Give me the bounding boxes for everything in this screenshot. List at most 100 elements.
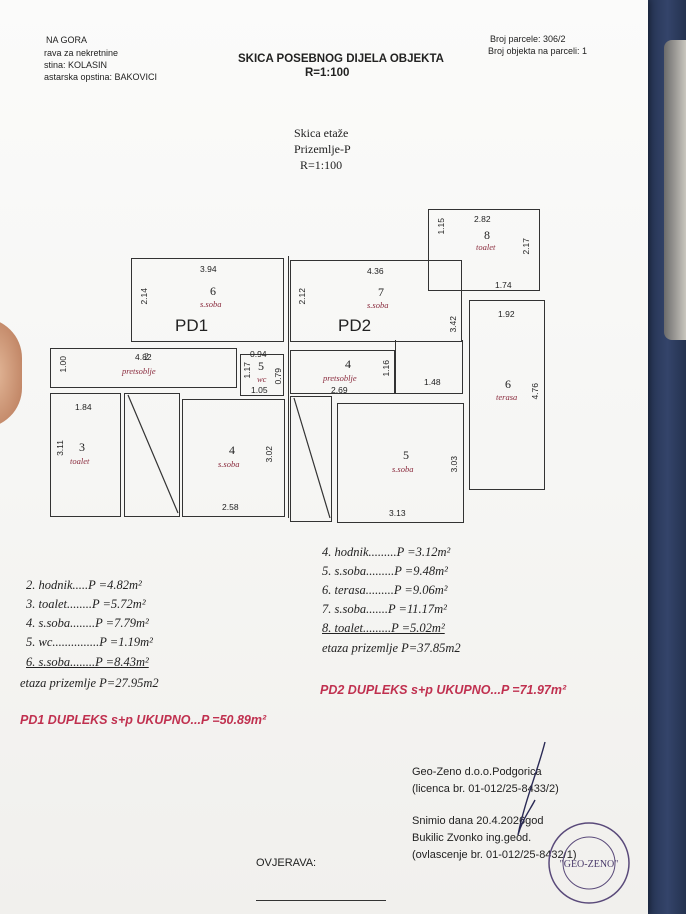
dim: 1.74	[495, 280, 512, 290]
pd1-area-row: 4. s.soba........P =7.79m²	[26, 616, 149, 630]
dim: 1.15	[436, 218, 446, 235]
pd1-room-3	[50, 393, 121, 517]
pd1-etaza-total: etaza prizemlje P=27.95m2	[20, 676, 159, 690]
pd1-area-row: 2. hodnik.....P =4.82m²	[26, 578, 142, 592]
room-number: 5	[403, 448, 409, 462]
room-number: 7	[378, 285, 384, 299]
dim: 0.79	[273, 368, 283, 385]
signature-scribble	[517, 741, 546, 836]
dim: 2.58	[222, 502, 239, 512]
room-name: s.soba	[200, 299, 222, 309]
company-licence: (licenca br. 01-012/25-8433/2)	[412, 783, 559, 795]
pd2-area-row: 7. s.soba.......P =11.17m²	[322, 602, 447, 616]
pd2-area-row: 8. toalet.........P =5.02m²	[322, 621, 445, 635]
ovjerava-label: OVJERAVA:	[256, 857, 317, 869]
dim: 1.92	[498, 309, 515, 319]
pd1-area-row: 5. wc...............P =1.19m²	[26, 635, 153, 649]
parcel-number: Broj parcele: 306/2	[490, 34, 566, 44]
sketch-scale: R=1:100	[300, 158, 343, 172]
pd2-staircase	[290, 396, 332, 522]
room-number: 6	[505, 377, 511, 391]
pd1-area-row: 3. toalet........P =5.72m²	[26, 597, 146, 611]
sketch-floor: Prizemlje-P	[294, 142, 351, 156]
dim: 4.76	[530, 383, 540, 400]
dim: 2.14	[139, 288, 149, 305]
stamp-text: "GEO-ZENO"	[560, 859, 619, 870]
survey-date: Snimio dana 20.4.2026god	[412, 815, 544, 827]
dim: 2.82	[474, 214, 491, 224]
dim: 0.94	[250, 349, 267, 359]
company-stamp: "GEO-ZENO"	[548, 822, 630, 904]
company-name: Geo-Zeno d.o.o.Podgorica	[412, 766, 542, 778]
stairs-diagonal	[127, 394, 179, 514]
pd2-etaza-total: etaza prizemlje P=37.85m2	[322, 641, 461, 655]
room-name: s.soba	[367, 300, 389, 310]
pd2-room-6-terasa	[469, 300, 545, 490]
room-name: s.soba	[218, 459, 240, 469]
header-left-line-1: NA GORA	[46, 35, 88, 45]
thumb-holding-page	[0, 318, 22, 428]
surveyor-name: Bukilic Zvonko ing.geod.	[412, 832, 532, 844]
pd1-room-5-wc	[240, 354, 284, 396]
dim: 2.17	[521, 238, 531, 255]
pd2-room-8	[428, 209, 540, 291]
dim: 1.16	[381, 360, 391, 377]
dim: 2.69	[331, 385, 348, 395]
pd2-grand-total: PD2 DUPLEKS s+p UKUPNO...P =71.97m²	[320, 683, 567, 697]
dim: 3.94	[200, 264, 217, 274]
pd1-area-row: 6. s.soba........P =8.43m²	[26, 655, 149, 669]
room-number: 3	[79, 440, 85, 454]
surveyor-authorization: (ovlascenje br. 01-012/25-8432/1)	[412, 849, 577, 861]
pd1-room-6	[131, 258, 284, 342]
dim: 4.82	[135, 352, 152, 362]
pd2-room-7-ext	[395, 340, 463, 394]
dim: 1.05	[251, 385, 268, 395]
header-left-line-2: rava za nekretnine	[44, 48, 119, 58]
stairs-diagonal	[293, 397, 331, 519]
room-number: 5	[258, 359, 264, 373]
pd2-room-4	[290, 350, 395, 394]
pd2-area-row: 4. hodnik.........P =3.12m²	[322, 545, 451, 559]
room-number: 4	[229, 443, 235, 457]
pd1-room-4	[182, 399, 285, 517]
room-number: 6	[210, 284, 216, 298]
room-name: wc	[257, 374, 267, 384]
pd2-area-row: 5. s.soba.........P =9.48m²	[322, 564, 448, 578]
pd2-area-row: 6. terasa.........P =9.06m²	[322, 583, 448, 597]
header-left-line-4: astarska opstina: BAKOVICI	[44, 72, 158, 82]
dim: 3.11	[55, 440, 65, 456]
dim: 1.48	[424, 377, 441, 387]
header-left-line-3: stina: KOLASIN	[44, 60, 108, 70]
dim: 2.12	[297, 288, 307, 305]
pd2-room-7	[290, 260, 462, 342]
room-number: 8	[484, 228, 490, 242]
room-name: pretsoblje	[323, 373, 357, 383]
dim: 3.02	[264, 446, 274, 463]
unit-divider	[288, 256, 290, 518]
dim: 1.84	[75, 402, 92, 412]
object-number: Broj objekta na parceli: 1	[488, 46, 588, 56]
dim: 3.03	[449, 456, 459, 473]
room-name: toalet	[70, 456, 90, 466]
binder-clip	[664, 40, 686, 340]
room-name: terasa	[496, 392, 518, 402]
dim: 3.13	[389, 508, 406, 518]
pd1-label: PD1	[175, 316, 209, 335]
dim: 4.36	[367, 266, 384, 276]
dim: 1.00	[58, 356, 68, 373]
pd1-room-2	[50, 348, 237, 388]
pd2-room-5	[337, 403, 464, 523]
document-page: NA GORA rava za nekretnine stina: KOLASI…	[0, 0, 648, 914]
pd2-label: PD2	[338, 316, 372, 335]
pd1-staircase	[124, 393, 180, 517]
dim: 3.42	[448, 316, 458, 333]
room-name: toalet	[476, 242, 496, 252]
dim: 1.17	[242, 362, 252, 379]
room-number: 2	[144, 352, 149, 363]
sketch-title: Skica etaže	[294, 126, 349, 140]
room-name: s.soba	[392, 464, 414, 474]
document-title: SKICA POSEBNOG DIJELA OBJEKTA	[238, 53, 444, 65]
room-name: pretsoblje	[122, 366, 156, 376]
document-scale: R=1:100	[305, 67, 350, 79]
pd1-grand-total: PD1 DUPLEKS s+p UKUPNO...P =50.89m²	[20, 713, 267, 727]
